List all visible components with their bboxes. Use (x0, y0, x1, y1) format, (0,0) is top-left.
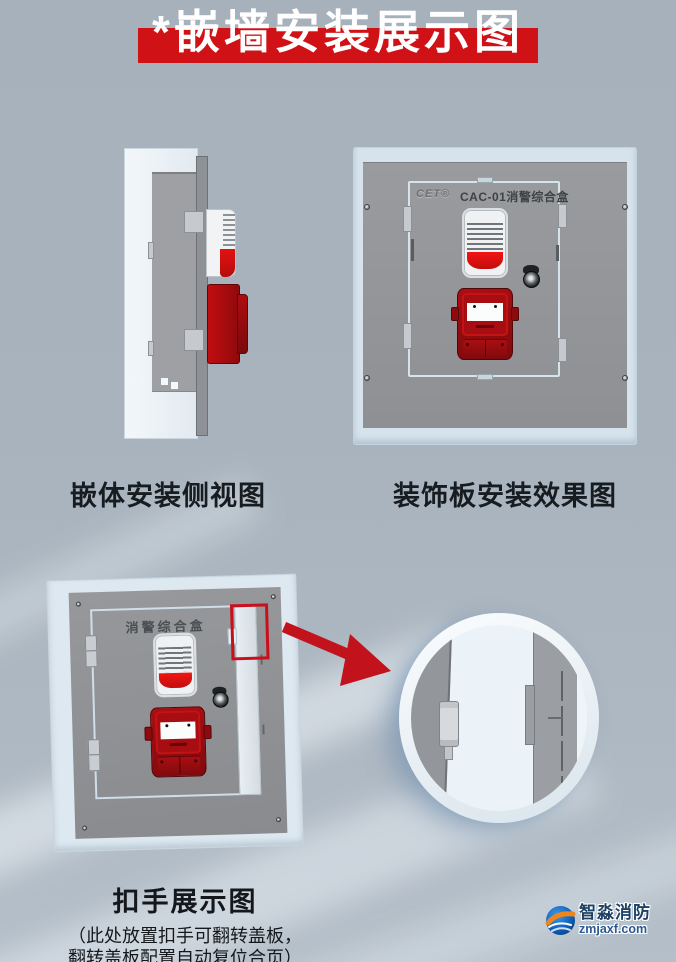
window-dot (165, 723, 169, 727)
door-top-tab (477, 177, 493, 183)
outer-sliver-light (577, 625, 587, 811)
door-clip (558, 204, 567, 228)
mounting-clip (184, 211, 204, 233)
handle-area-highlight-box (229, 603, 270, 661)
watermark-site: zmjaxf.com (579, 922, 648, 936)
sounder-strobe (152, 632, 198, 698)
sounder-grille (467, 223, 503, 251)
manual-call-point (144, 706, 212, 778)
mounting-clip (184, 329, 204, 351)
call-point-micro-text (169, 742, 187, 746)
alarm-button (523, 271, 540, 288)
window-dot (494, 305, 498, 308)
hinge-line (561, 671, 563, 783)
call-point-step-side (237, 294, 248, 354)
edge-slot (556, 245, 559, 261)
caption-note-line2: 翻转盖板配置自动复位合页） (68, 948, 302, 962)
flap-seam (485, 339, 486, 357)
flap-screw (465, 342, 469, 346)
strobe-lens (467, 251, 503, 269)
corner-screw (275, 817, 282, 823)
sounder-lens-side (220, 249, 235, 277)
edge-tab (148, 242, 154, 259)
zoom-detail-circle (399, 613, 599, 823)
side-lug (203, 724, 212, 740)
side-lug (144, 726, 153, 741)
watermark-logo-icon (545, 905, 576, 935)
figure-handle-view: 消警综合盒 (46, 573, 304, 853)
door-clip (558, 338, 567, 362)
call-point-window (467, 303, 503, 322)
title-banner (138, 28, 538, 63)
corner-screw (622, 204, 628, 210)
watermark-brand: 智淼消防 (579, 903, 651, 922)
corner-screw (270, 594, 276, 600)
terminal-block (170, 381, 179, 390)
door-clip (403, 206, 412, 232)
hinge-tick (548, 717, 562, 719)
corner-screw (364, 204, 370, 210)
zoom-detail-content (411, 625, 587, 811)
side-view-label: 嵌体安装侧视图 (70, 481, 266, 511)
window-dot (187, 723, 191, 727)
corner-screw (622, 375, 628, 381)
flap-screw (501, 342, 505, 346)
caption-title: 扣手展示图 (112, 887, 258, 917)
sounder-grille-side (223, 214, 235, 252)
side-lug (451, 307, 459, 321)
manual-call-point (451, 288, 519, 360)
latch-handle (439, 701, 459, 747)
zoom-arrow-icon (281, 621, 391, 686)
door-hinge (87, 739, 101, 772)
flap-screw (160, 760, 164, 764)
frame-strip-tab (525, 685, 535, 745)
strobe-lens (158, 672, 193, 689)
front-view-label: 装饰板安装效果图 (393, 481, 617, 511)
terminal-block (160, 377, 169, 386)
edge-slot (411, 239, 414, 261)
corner-screw (364, 375, 370, 381)
button-hood (523, 265, 539, 274)
call-point-window (160, 721, 196, 740)
window-dot (472, 305, 476, 308)
flap-screw (194, 759, 198, 763)
door-hinge (84, 635, 98, 668)
watermark: 智淼消防 zmjaxf.com (545, 904, 651, 936)
sounder-grille (158, 646, 192, 673)
caption-note-line1: （此处放置扣手可翻转盖板， (68, 926, 302, 946)
call-point-flap (156, 755, 201, 775)
call-point-micro-text (476, 324, 494, 328)
latch-foot (444, 746, 453, 760)
recessed-box (152, 172, 198, 392)
panel-model-label: CAC-01消警综合盒 (460, 190, 569, 204)
page-title: *嵌墙安装展示图 (152, 6, 524, 58)
side-lug (511, 307, 519, 321)
edge-slot (262, 724, 265, 735)
call-point-flap (462, 338, 508, 357)
edge-tab (148, 341, 154, 356)
panel-brand-logo: CET® (416, 188, 451, 200)
door-clip (403, 323, 412, 349)
corner-screw (75, 601, 81, 607)
corner-screw (82, 825, 88, 831)
door-bottom-tab (477, 374, 493, 380)
watermark-text: 智淼消防 zmjaxf.com (579, 903, 651, 937)
call-point-side (207, 284, 240, 364)
sounder-strobe (462, 208, 508, 278)
handle-view-caption: 扣手展示图 （此处放置扣手可翻转盖板， 翻转盖板配置自动复位合页） (40, 880, 330, 962)
flap-seam (178, 757, 181, 774)
